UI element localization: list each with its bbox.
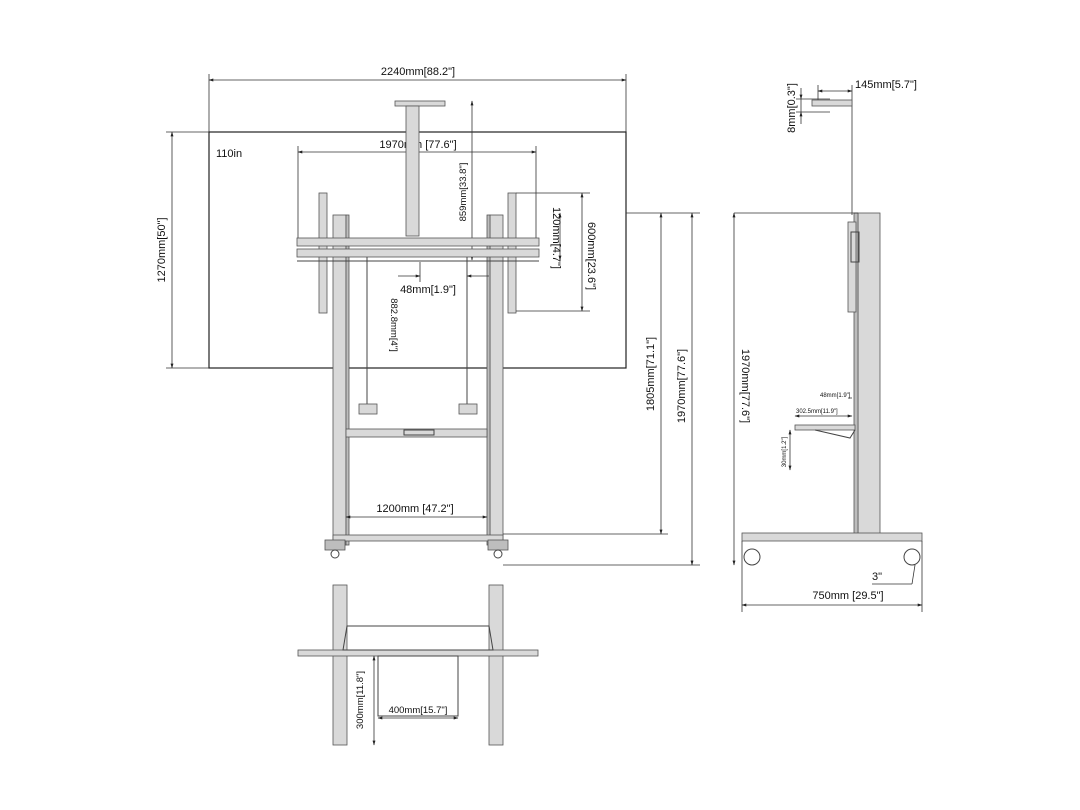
rear-caster-wheel	[903, 548, 921, 566]
upper-rail	[296, 237, 540, 247]
top-thickness-label: 8mm[0.3"]	[786, 83, 798, 133]
plan-shelf-depth-label: 300mm[11.8"]	[355, 671, 366, 729]
right-drop-clamp	[458, 403, 478, 415]
top-bracket	[394, 100, 446, 107]
plan-right-leg	[488, 584, 504, 746]
front-caster-wheel	[743, 548, 761, 566]
right-wheel	[493, 549, 503, 559]
shelf-crossbar	[345, 428, 488, 438]
left-post	[332, 214, 347, 546]
left-caster	[324, 539, 346, 551]
screen-size-label: 110in	[216, 148, 242, 160]
base-bar	[332, 534, 504, 542]
side-base	[741, 532, 923, 542]
shelf-height-label: 30mm[1.2"]	[782, 436, 788, 467]
left-post-edge	[345, 214, 350, 546]
right-post	[489, 214, 504, 546]
total-height-label: 1970mm[77.6"]	[676, 349, 688, 423]
shelf-connector	[403, 429, 435, 436]
base-depth-label: 750mm [29.5"]	[812, 590, 883, 602]
side-shelf	[794, 424, 856, 431]
side-total-height-label: 1970mm[77.6"]	[739, 349, 751, 423]
bracket-height-label: 600mm[23.6"]	[585, 222, 597, 290]
caster-label: 3"	[872, 571, 882, 583]
plan-shelf	[342, 625, 494, 651]
lower-rail	[296, 248, 540, 258]
bottom-view: 300mm[11.8"] 400mm[15.7"]	[297, 584, 539, 746]
plan-crossbar	[297, 649, 539, 657]
center-gap-label: 48mm[1.9"]	[400, 284, 456, 296]
side-mount-plate	[847, 221, 857, 313]
overall-width-label: 2240mm[88.2"]	[381, 66, 455, 78]
side-view: 8mm[0.3"] 145mm[5.7"] 1970mm[77.6"] 48mm…	[732, 79, 923, 612]
left-drop-clamp	[358, 403, 378, 415]
top-bracket-pole	[405, 105, 420, 237]
side-top-bracket	[811, 99, 853, 107]
screen-height-label: 1270mm[50"]	[156, 217, 168, 282]
top-offset-label: 859mm[33.8"]	[458, 163, 469, 222]
plan-shelf-area	[377, 655, 459, 717]
side-shelf-brace	[814, 429, 856, 439]
plan-left-leg	[332, 584, 348, 746]
right-post-edge	[486, 214, 491, 546]
caster-leader	[911, 564, 916, 585]
plan-shelf-width-label: 400mm[15.7"]	[389, 705, 448, 716]
front-view: 2240mm[88.2"] 110in 1270mm[50"] 1970mm […	[156, 66, 700, 566]
bracket-height-small-label: 120mm[4.7"]	[550, 207, 562, 269]
side-column	[857, 212, 881, 539]
shelf-depth-label: 302.5mm[11.9"]	[796, 409, 838, 415]
left-wheel	[330, 549, 340, 559]
base-width-label: 1200mm [47.2"]	[376, 503, 453, 515]
right-caster	[487, 539, 509, 551]
lower-drop-label: 882.8mm[4"]	[388, 298, 399, 352]
top-depth-label: 145mm[5.7"]	[855, 79, 917, 91]
mount-height-label: 1805mm[71.1"]	[645, 337, 657, 411]
shelf-gap-label: 48mm[1.9"]	[820, 393, 851, 399]
side-mount-clamp	[850, 231, 860, 263]
